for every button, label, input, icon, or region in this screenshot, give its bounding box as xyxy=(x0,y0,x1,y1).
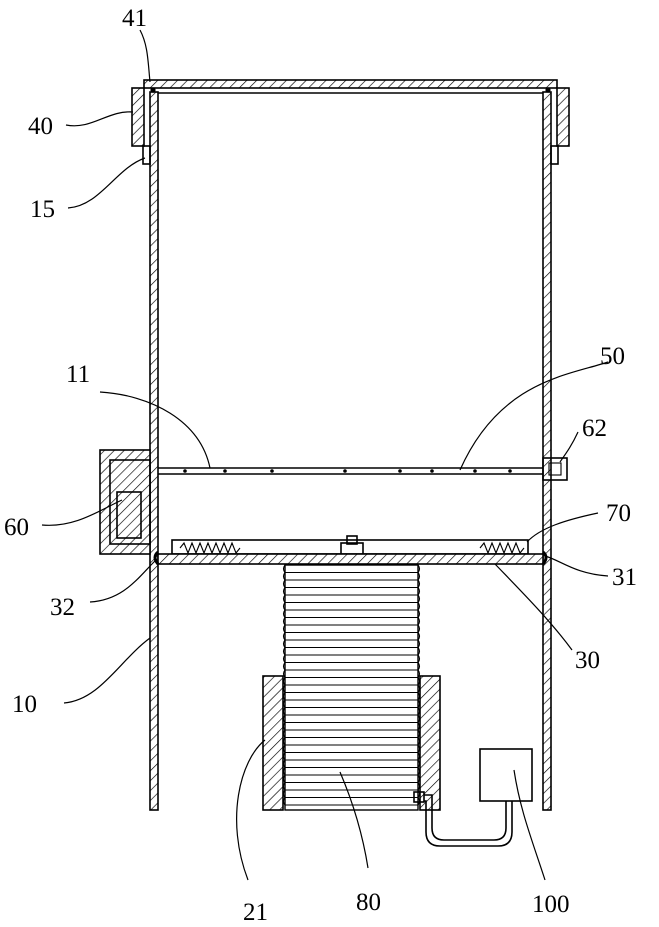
leader-100 xyxy=(514,770,545,880)
pump-box xyxy=(480,749,532,801)
label-21: 21 xyxy=(243,899,268,926)
leader-30 xyxy=(495,564,572,650)
leader-32 xyxy=(90,559,157,602)
label-80: 80 xyxy=(356,889,381,916)
leader-41 xyxy=(140,30,150,82)
label-30: 30 xyxy=(575,647,600,674)
label-31: 31 xyxy=(612,564,637,591)
leader-70 xyxy=(527,513,598,542)
guide-sleeve-left xyxy=(263,676,283,810)
label-32: 32 xyxy=(50,594,75,621)
label-10: 10 xyxy=(12,691,37,718)
collar-right xyxy=(557,88,569,146)
guide-sleeve-right xyxy=(420,676,440,810)
leader-40 xyxy=(66,112,133,126)
label-11: 11 xyxy=(66,361,90,388)
clip-right xyxy=(551,146,558,164)
bellows-outline xyxy=(285,565,418,810)
leader-15 xyxy=(68,158,145,208)
label-15: 15 xyxy=(30,196,55,223)
label-50: 50 xyxy=(600,343,625,370)
label-41: 41 xyxy=(122,5,147,32)
label-62: 62 xyxy=(582,415,607,442)
piston-plate xyxy=(158,554,543,564)
leader-62 xyxy=(560,432,578,462)
seal-left-top xyxy=(150,87,155,92)
spring-left xyxy=(180,543,240,553)
seal-right-top xyxy=(545,87,550,92)
spring-right xyxy=(480,543,524,553)
leader-10 xyxy=(64,638,150,703)
mesh-screen-dots xyxy=(183,469,512,473)
label-40: 40 xyxy=(28,113,53,140)
clip-left xyxy=(143,146,150,164)
bellows xyxy=(284,565,420,810)
lid-top-plate xyxy=(144,80,557,88)
label-60: 60 xyxy=(4,514,29,541)
label-100: 100 xyxy=(532,891,570,918)
left-outer-wall xyxy=(150,92,158,810)
leader-21 xyxy=(237,740,265,880)
right-outer-wall xyxy=(543,92,551,810)
collar-left xyxy=(132,88,144,146)
leader-31 xyxy=(545,556,608,576)
label-70: 70 xyxy=(606,500,631,527)
